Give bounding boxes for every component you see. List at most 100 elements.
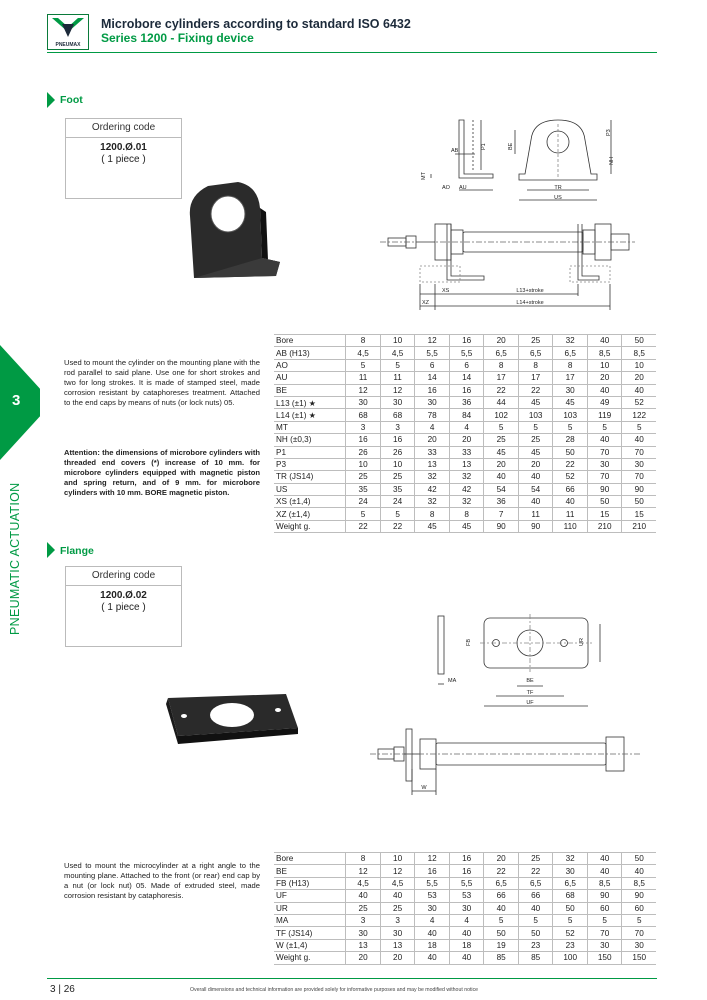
- table-cell: 22: [517, 864, 553, 878]
- table-cell: 11: [517, 507, 553, 521]
- table-cell: 30: [379, 396, 415, 410]
- table-cell: 40: [414, 951, 450, 965]
- table-cell: 103: [517, 408, 553, 422]
- table-cell: 10: [379, 851, 415, 866]
- table-cell: 36: [483, 495, 519, 509]
- table-cell: 5: [586, 914, 622, 928]
- table-cell: 70: [621, 470, 656, 484]
- foot-description: Used to mount the cylinder on the mounti…: [64, 358, 260, 407]
- table-cell: 40: [586, 433, 622, 447]
- table-cell: 5: [379, 359, 415, 373]
- table-cell: 210: [586, 520, 622, 534]
- table-cell: 20: [379, 951, 415, 965]
- table-cell: 50: [586, 495, 622, 509]
- flange-ordering-box: Ordering code 1200.Ø.02 ( 1 piece ): [65, 566, 182, 647]
- table-cell: 11: [552, 507, 588, 521]
- row-label: L13 (±1) ★: [274, 396, 346, 410]
- table-cell: 20: [483, 333, 519, 348]
- table-cell: 119: [586, 408, 622, 422]
- table-cell: 33: [414, 446, 450, 459]
- table-cell: 40: [621, 864, 656, 878]
- table-cell: 24: [379, 495, 415, 509]
- table-cell: 5: [345, 507, 381, 521]
- table-cell: 4,5: [345, 877, 381, 891]
- table-cell: 26: [379, 446, 415, 459]
- table-cell: 8: [552, 359, 588, 373]
- table-cell: 36: [448, 396, 484, 410]
- table-cell: 30: [414, 396, 450, 410]
- table-cell: 8: [448, 507, 484, 521]
- table-cell: 90: [621, 889, 656, 903]
- table-cell: 52: [552, 926, 588, 940]
- table-cell: 40: [517, 495, 553, 509]
- table-cell: 70: [586, 926, 622, 940]
- table-cell: 20: [345, 951, 381, 965]
- table-cell: 53: [414, 889, 450, 903]
- table-cell: 5: [345, 359, 381, 373]
- row-label: TR (JS14): [274, 470, 346, 484]
- row-label: TF (JS14): [274, 926, 346, 940]
- header-rule: [47, 52, 657, 53]
- table-cell: 40: [517, 470, 553, 484]
- table-cell: 40: [552, 495, 588, 509]
- section-arrow-icon: [47, 542, 55, 558]
- table-cell: 6,5: [517, 877, 553, 891]
- table-cell: 5: [552, 914, 588, 928]
- table-cell: 150: [621, 951, 656, 965]
- table-cell: 18: [448, 939, 484, 953]
- table-cell: 8,5: [621, 877, 656, 891]
- table-cell: 13: [345, 939, 381, 953]
- table-cell: 5: [586, 421, 622, 435]
- table-cell: 4,5: [379, 877, 415, 891]
- table-cell: 17: [483, 371, 519, 385]
- table-cell: 42: [414, 483, 450, 497]
- dim-ur: UR: [579, 638, 585, 646]
- chapter-label: PNEUMATIC ACTUATION: [8, 482, 22, 635]
- row-label: AO: [274, 359, 346, 373]
- ordering-label: Ordering code: [66, 567, 181, 586]
- table-cell: 5: [552, 421, 588, 435]
- table-cell: 10: [621, 359, 656, 373]
- table-cell: 17: [552, 371, 588, 385]
- dim-l14: L14+stroke: [516, 300, 543, 306]
- table-cell: 32: [448, 495, 484, 509]
- dim-be: BE: [508, 142, 514, 150]
- table-cell: 54: [483, 483, 519, 497]
- dim-p3: P3: [606, 129, 612, 136]
- flange-plate-photo: [166, 694, 298, 744]
- table-cell: 6,5: [483, 877, 519, 891]
- foot-cylinder-drawing: XS L13+stroke XZ L14+stroke: [380, 223, 635, 310]
- table-cell: 8: [483, 359, 519, 373]
- pneumax-logo: PNEUMAX: [47, 14, 89, 50]
- table-cell: 30: [552, 384, 588, 397]
- dim-au: AU: [459, 185, 467, 191]
- table-cell: 32: [448, 470, 484, 484]
- table-cell: 3: [379, 421, 415, 435]
- row-label: AU: [274, 371, 346, 385]
- table-cell: 78: [414, 408, 450, 422]
- dim-us: US: [554, 195, 562, 201]
- footer-rule: [47, 978, 657, 979]
- row-label: FB (H13): [274, 877, 346, 891]
- dim-nh: NH: [609, 157, 615, 165]
- table-cell: 4,5: [345, 346, 381, 360]
- table-cell: 70: [621, 446, 656, 459]
- table-cell: 17: [517, 371, 553, 385]
- table-cell: 16: [414, 864, 450, 878]
- table-cell: 25: [345, 902, 381, 915]
- table-cell: 32: [552, 851, 588, 866]
- table-cell: 25: [517, 333, 553, 348]
- table-cell: 54: [517, 483, 553, 497]
- page-title: Microbore cylinders according to standar…: [101, 17, 411, 31]
- table-cell: 70: [586, 470, 622, 484]
- table-cell: 7: [483, 507, 519, 521]
- table-cell: 20: [483, 851, 519, 866]
- row-label: Weight g.: [274, 520, 346, 534]
- table-cell: 8,5: [586, 346, 622, 360]
